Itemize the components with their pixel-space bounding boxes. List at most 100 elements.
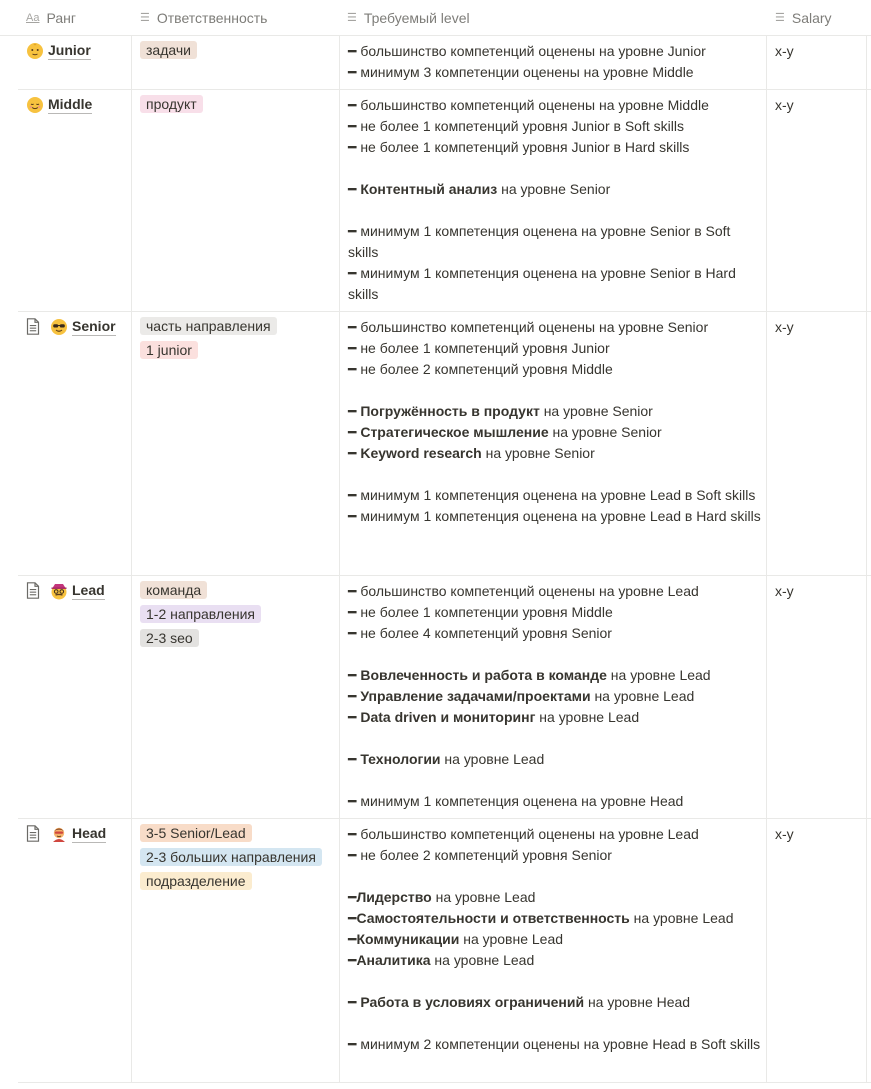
requirement-text: ━ минимум 3 компетенции оценены на уровн… [348, 64, 694, 80]
requirement-text: ━ большинство компетенций оценены на уро… [348, 43, 706, 59]
requirement-text: на уровне Lead [629, 910, 734, 926]
header-level[interactable]: ☰ Требуемый level [347, 0, 470, 35]
page-doc-icon [26, 582, 50, 599]
requirement-line: ━ минимум 1 компетенция оценена на уровн… [348, 263, 764, 305]
requirement-line [348, 158, 764, 179]
requirement-text: ━ [348, 994, 361, 1010]
requirement-bold-text: Коммуникации [356, 931, 460, 947]
rank-label[interactable]: Junior [48, 42, 91, 60]
required-level-cell[interactable]: ━ большинство компетенций оценены на уро… [348, 41, 764, 83]
requirement-text: ━ не более 2 компетенций уровня Middle [348, 361, 613, 377]
header-rank-label: Ранг [46, 9, 76, 26]
requirement-line [348, 728, 764, 749]
responsibility-cell[interactable]: продукт [140, 95, 203, 119]
requirement-bold-text: Самостоятельности и ответственность [356, 910, 630, 926]
requirement-line [348, 380, 764, 401]
requirement-line: ━ минимум 3 компетенции оценены на уровн… [348, 62, 764, 83]
requirement-line: ━ Технологии на уровне Lead [348, 749, 764, 770]
responsibility-tag: 3-5 Senior/Lead [140, 824, 252, 842]
requirement-text: ━ [348, 910, 357, 926]
rank-cell[interactable]: Middle [26, 95, 93, 114]
requirement-line: ━ не более 1 компетенции уровня Middle [348, 602, 764, 623]
required-level-cell[interactable]: ━ большинство компетенций оценены на уро… [348, 317, 764, 527]
salary-cell[interactable]: x-y [775, 826, 794, 842]
table-row[interactable]: Junior задачи ━ большинство компетенций оц… [18, 35, 871, 90]
requirement-line: ━Лидерство на уровне Lead [348, 887, 764, 908]
requirement-text: на уровне Head [584, 994, 691, 1010]
rank-cell[interactable]: Junior [26, 41, 91, 60]
responsibility-cell[interactable]: задачи [140, 41, 197, 65]
requirement-text: ━ не более 4 компетенций уровня Senior [348, 625, 612, 641]
requirement-line: ━ минимум 1 компетенция оценена на уровн… [348, 485, 764, 506]
table-header: Aa Ранг ☰ Ответственность ☰ Требуемый le… [0, 0, 871, 36]
header-salary-label: Salary [791, 9, 832, 26]
requirement-text: ━ [348, 688, 361, 704]
requirement-text: на уровне Lead [606, 667, 711, 683]
header-level-label: Требуемый level [363, 9, 470, 26]
header-rank[interactable]: Aa Ранг [26, 0, 76, 35]
required-level-cell[interactable]: ━ большинство компетенций оценены на уро… [348, 581, 764, 812]
requirement-line: ━ Работа в условиях ограничений на уровн… [348, 992, 764, 1013]
list-icon: ☰ [140, 12, 150, 24]
rank-cell[interactable]: Lead [26, 581, 105, 600]
requirement-line: ━ большинство компетенций оценены на уро… [348, 824, 764, 845]
requirement-text: на уровне Lead [590, 688, 695, 704]
relieved-face-icon [26, 96, 48, 114]
column-divider [766, 35, 767, 1083]
requirement-line: ━ минимум 2 компетенции оценены на уровн… [348, 1034, 764, 1055]
requirement-line: ━ большинство компетенций оценены на уро… [348, 95, 764, 116]
salary-cell[interactable]: x-y [775, 97, 794, 113]
requirement-text: на уровне Lead [430, 952, 535, 968]
requirement-text: на уровне Lead [431, 889, 536, 905]
requirement-text: ━ минимум 1 компетенция оценена на уровн… [348, 265, 736, 302]
requirement-text: ━ не более 1 компетенций уровня Junior в… [348, 139, 690, 155]
requirement-text: ━ минимум 1 компетенция оценена на уровн… [348, 793, 684, 809]
salary-cell[interactable]: x-y [775, 319, 794, 335]
requirement-line [348, 866, 764, 887]
requirement-bold-text: Контентный анализ [360, 181, 498, 197]
column-divider [339, 35, 340, 1083]
requirement-bold-text: Data driven и мониторинг [360, 709, 536, 725]
requirement-bold-text: Стратегическое мышление [360, 424, 549, 440]
rank-label[interactable]: Lead [72, 582, 105, 600]
column-divider [866, 35, 867, 1083]
rank-label[interactable]: Middle [48, 96, 93, 114]
header-responsibility[interactable]: ☰ Ответственность [140, 0, 267, 35]
responsibility-tag: подразделение [140, 872, 252, 890]
required-level-cell[interactable]: ━ большинство компетенций оценены на уро… [348, 95, 764, 305]
text-lines-icon: ☰ [347, 12, 357, 24]
superhero-icon [50, 825, 72, 843]
header-salary[interactable]: ☰ Salary [775, 0, 832, 35]
table-row[interactable]: Middle продукт ━ большинство компетенций о… [18, 89, 871, 312]
requirement-line: ━ не более 2 компетенций уровня Senior [348, 845, 764, 866]
required-level-cell[interactable]: ━ большинство компетенций оценены на уро… [348, 824, 764, 1055]
rank-cell[interactable]: Head [26, 824, 107, 843]
rank-label[interactable]: Senior [72, 318, 116, 336]
rank-label[interactable]: Head [72, 825, 107, 843]
requirement-text: ━ минимум 1 компетенция оценена на уровн… [348, 508, 761, 524]
requirement-line [348, 644, 764, 665]
requirement-bold-text: Управление задачами/проектами [360, 688, 591, 704]
requirement-text: ━ большинство компетенций оценены на уро… [348, 319, 709, 335]
column-divider [131, 35, 132, 1083]
requirement-text: ━ [348, 931, 357, 947]
requirement-line [348, 200, 764, 221]
rank-cell[interactable]: Senior [26, 317, 116, 336]
salary-cell[interactable]: x-y [775, 43, 794, 59]
requirement-text: ━ [348, 445, 361, 461]
requirement-line: ━ Погружённость в продукт на уровне Seni… [348, 401, 764, 422]
requirement-bold-text: Аналитика [356, 952, 431, 968]
requirement-text: на уровне Senior [548, 424, 662, 440]
disguised-face-icon [50, 582, 72, 600]
responsibility-tag: 1-2 направления [140, 605, 261, 623]
salary-cell[interactable]: x-y [775, 583, 794, 599]
responsibility-tag: команда [140, 581, 208, 599]
requirement-text: ━ [348, 424, 361, 440]
requirement-text: ━ большинство компетенций оценены на уро… [348, 97, 709, 113]
